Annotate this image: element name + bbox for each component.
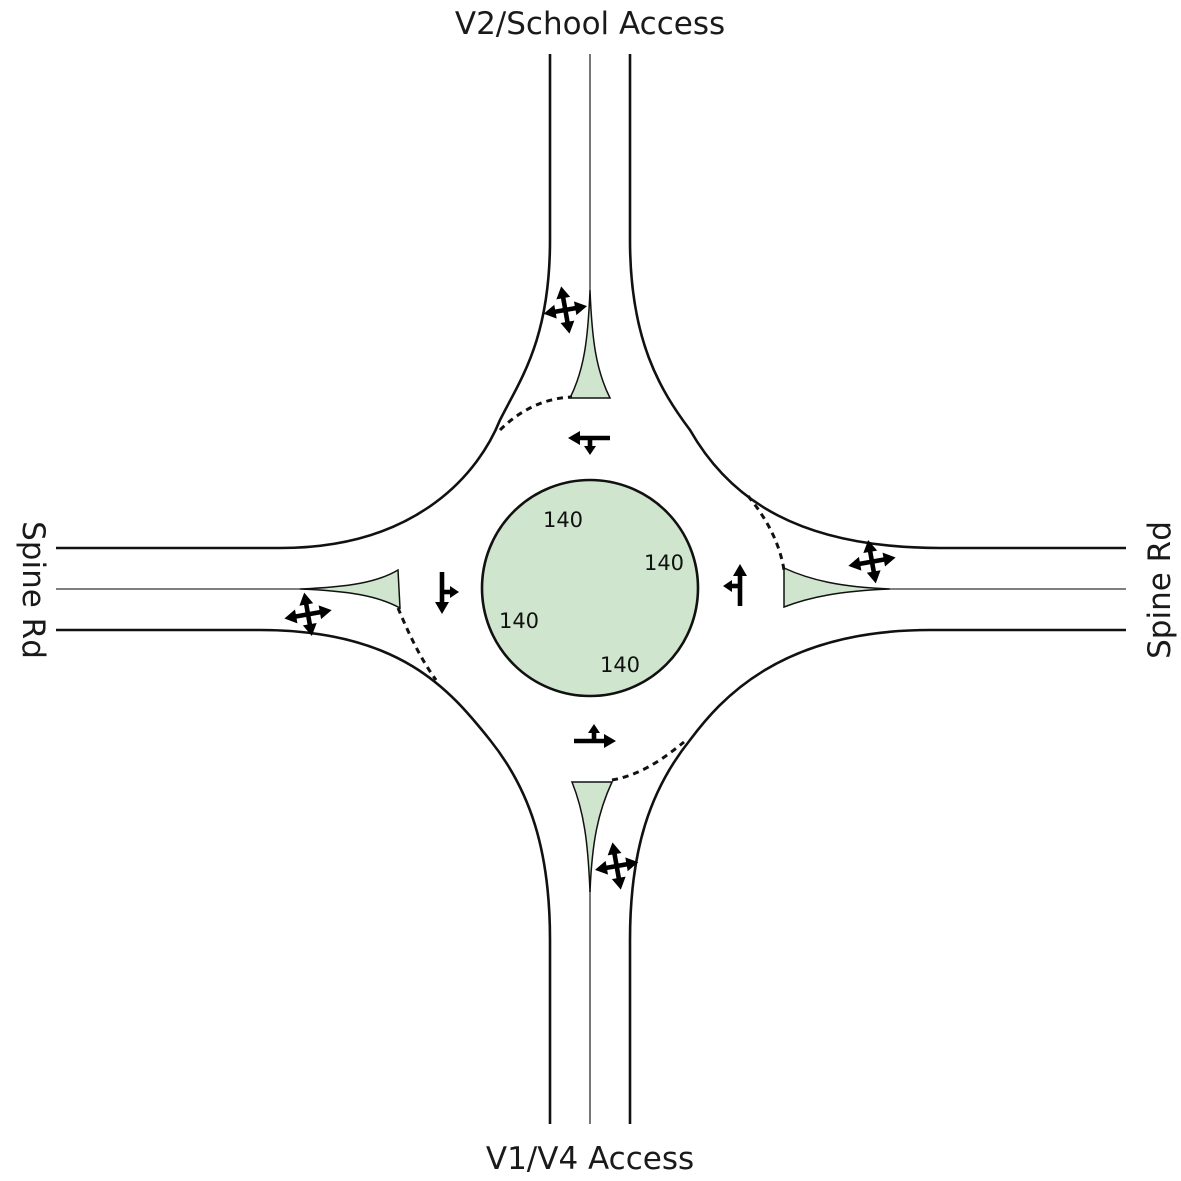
central-island-label-1: 140 — [543, 508, 583, 532]
central-island-label-2: 140 — [644, 551, 684, 575]
central-island-label-3: 140 — [499, 609, 539, 633]
splitter-island-east — [783, 566, 891, 609]
splitter-islands — [299, 289, 891, 893]
circulating-lane-arrow-icon — [435, 572, 459, 614]
circulating-lane-arrow-icon — [574, 724, 616, 748]
curb-northwest — [56, 54, 552, 550]
curb-southeast — [628, 628, 1126, 1124]
yield-line-south — [611, 740, 685, 782]
road-label-north: V2/School Access — [455, 6, 725, 42]
splitter-island-west — [299, 568, 401, 610]
road-label-south: V1/V4 Access — [486, 1141, 694, 1177]
yield-line-east — [746, 495, 786, 571]
curb-northeast — [628, 54, 1126, 550]
circulating-lane-arrow-icon — [568, 431, 610, 455]
circulating-lane-arrow-icon — [723, 564, 747, 606]
road-label-east: Spine Rd — [1142, 521, 1178, 659]
centerlines — [56, 54, 1126, 1124]
road-label-west: Spine Rd — [15, 521, 51, 659]
curb-southwest — [56, 628, 552, 1124]
central-island-label-4: 140 — [600, 653, 640, 677]
central-island — [480, 478, 700, 698]
splitter-island-north — [568, 289, 612, 399]
splitter-island-south — [570, 781, 614, 893]
curb-lines — [56, 54, 1126, 1124]
